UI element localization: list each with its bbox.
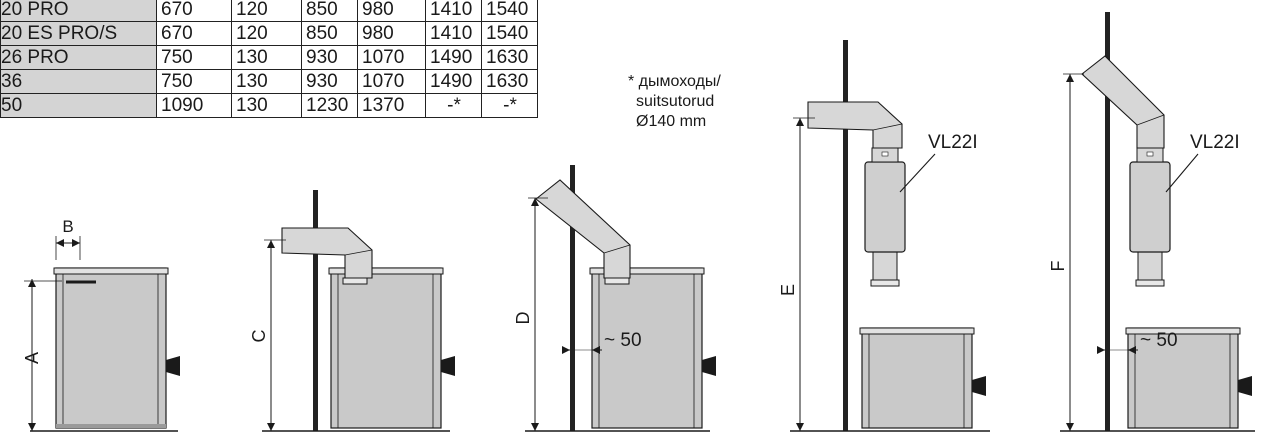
table-cell-model: 50 (0, 93, 157, 118)
table-cell-model: 20 PRO (0, 0, 157, 22)
clearance-label-1: ~ 50 (604, 330, 642, 351)
table-cell: 1630 (481, 69, 538, 94)
table-cell: 1540 (481, 0, 538, 22)
stove-2 (262, 190, 455, 432)
water-heater-tank (1129, 161, 1171, 253)
flue-pipe (535, 179, 631, 279)
chimney-note-line-1: * дымоходы/ (628, 73, 721, 90)
flue-pipe (807, 101, 903, 149)
table-cell: 670 (156, 21, 232, 46)
table-cell: 1370 (357, 93, 426, 118)
model-label-1: VL22I (928, 132, 978, 153)
table-cell: 850 (301, 21, 358, 46)
water-heater-tank (864, 161, 906, 253)
flue-pipe (281, 227, 373, 279)
door-handle-icon (972, 376, 986, 396)
table-cell: 1070 (357, 69, 426, 94)
dimension-e-label: E (778, 284, 798, 296)
table-cell: 1630 (481, 45, 538, 70)
table-cell: 130 (231, 93, 302, 118)
dimension-f-label: F (1048, 261, 1068, 272)
door-handle-icon (702, 356, 716, 376)
table-cell: 1540 (481, 21, 538, 46)
table-cell: 1410 (425, 0, 482, 22)
table-cell: 850 (301, 0, 358, 22)
chimney-note-line-2: suitsutorud (636, 93, 715, 110)
table-cell: 1490 (425, 69, 482, 94)
table-cell-model: 20 ES PRO/S (0, 21, 157, 46)
stove-5 (1060, 12, 1255, 432)
table-cell: 1090 (156, 93, 232, 118)
table-cell: 1230 (301, 93, 358, 118)
dimension-a-label: A (22, 352, 42, 364)
table-cell-model: 36 (0, 69, 157, 94)
dimension-d-label: D (513, 312, 533, 325)
table-cell: -* (425, 93, 482, 118)
table-cell: 1070 (357, 45, 426, 70)
dimension-b-label: B (62, 217, 73, 236)
clearance-label-2: ~ 50 (1140, 330, 1178, 351)
table-cell: 670 (156, 0, 232, 22)
stove-1 (30, 267, 180, 432)
flue-pipe (1081, 55, 1165, 149)
chimney-note: * дымоходы/ suitsutorud Ø140 mm (628, 72, 721, 132)
table-cell: 1410 (425, 21, 482, 46)
door-handle-icon (166, 356, 180, 376)
chimney-note-line-3: Ø140 mm (636, 113, 707, 130)
table-cell-model: 26 PRO (0, 45, 157, 70)
table-cell: 130 (231, 45, 302, 70)
stove-4 (790, 40, 990, 432)
door-handle-icon (441, 356, 455, 376)
door-handle-icon (1238, 376, 1252, 396)
stove-3 (525, 165, 716, 432)
table-cell: -* (481, 93, 538, 118)
table-cell: 120 (231, 0, 302, 22)
model-label-2: VL22I (1190, 132, 1240, 153)
table-cell: 930 (301, 45, 358, 70)
dimension-c-label: C (249, 330, 269, 343)
table-cell: 750 (156, 45, 232, 70)
